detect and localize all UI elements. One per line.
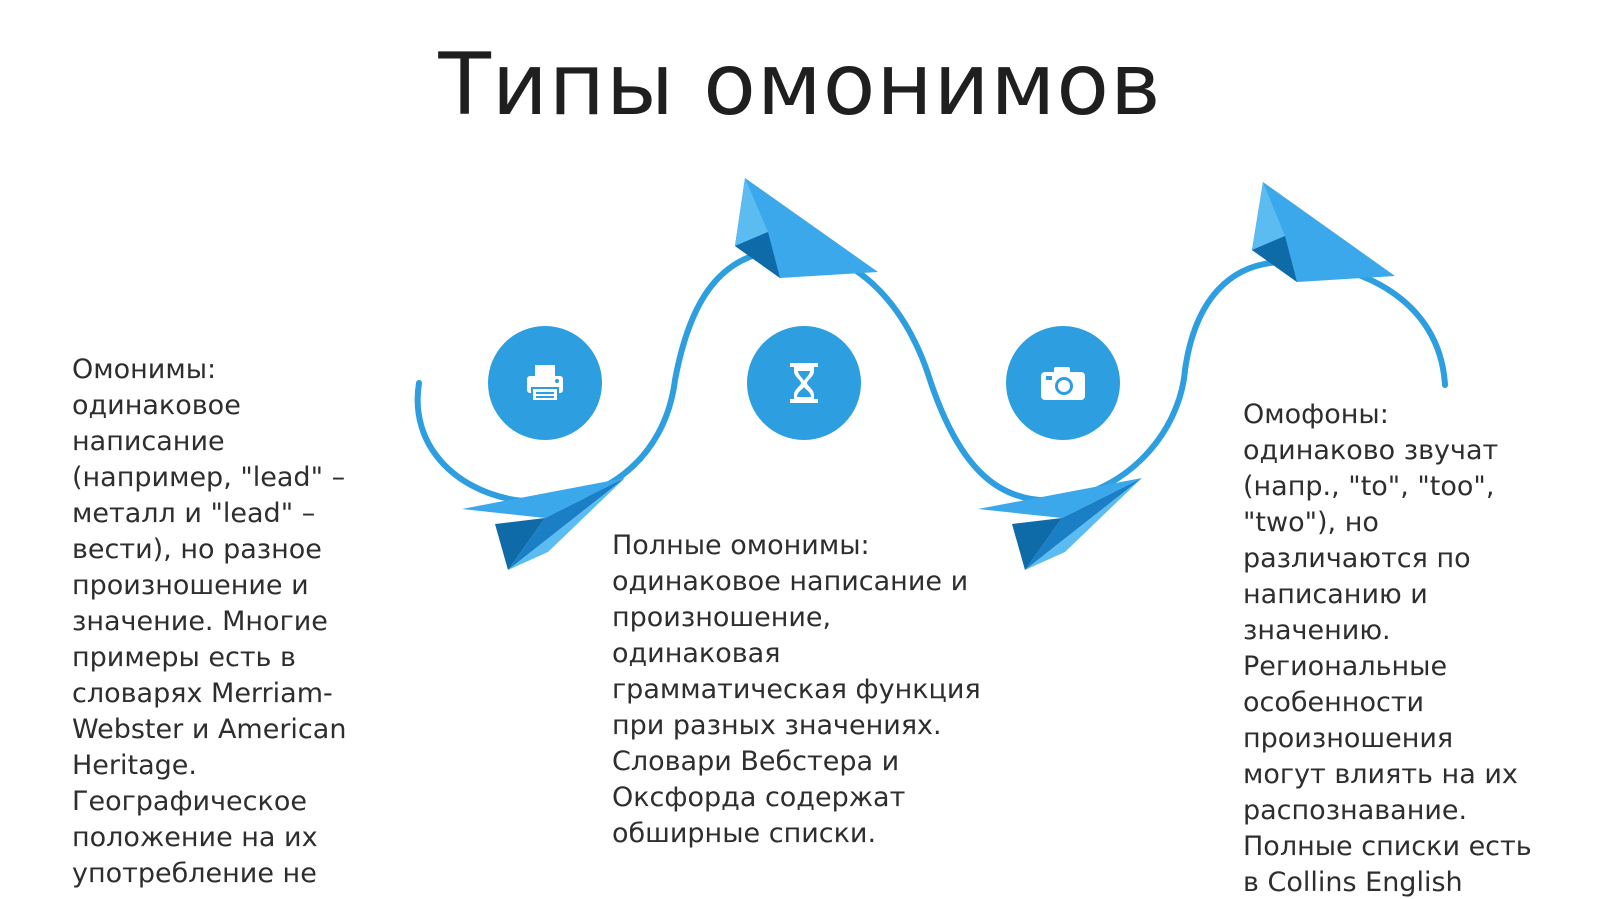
- paper-plane-icon: [462, 478, 625, 570]
- paper-plane-icon: [1252, 182, 1395, 282]
- paper-plane-icon: [978, 478, 1142, 570]
- slide-title: Типы омонимов: [438, 35, 1162, 135]
- camera-circle: [1006, 326, 1120, 440]
- homonyms-description: Омонимы: одинаковое написание (например,…: [72, 354, 347, 889]
- hourglass-circle: [747, 326, 861, 440]
- paper-plane-icon: [735, 178, 878, 278]
- printer-circle: [488, 326, 602, 440]
- camera-icon: [1041, 367, 1085, 400]
- full-homonyms-description: Полные омонимы: одинаковое написание и п…: [612, 530, 981, 849]
- homophones-description: Омофоны: одинаково звучат (напр., "to", …: [1243, 399, 1532, 898]
- printer-icon: [527, 365, 563, 402]
- hourglass-icon: [790, 363, 818, 403]
